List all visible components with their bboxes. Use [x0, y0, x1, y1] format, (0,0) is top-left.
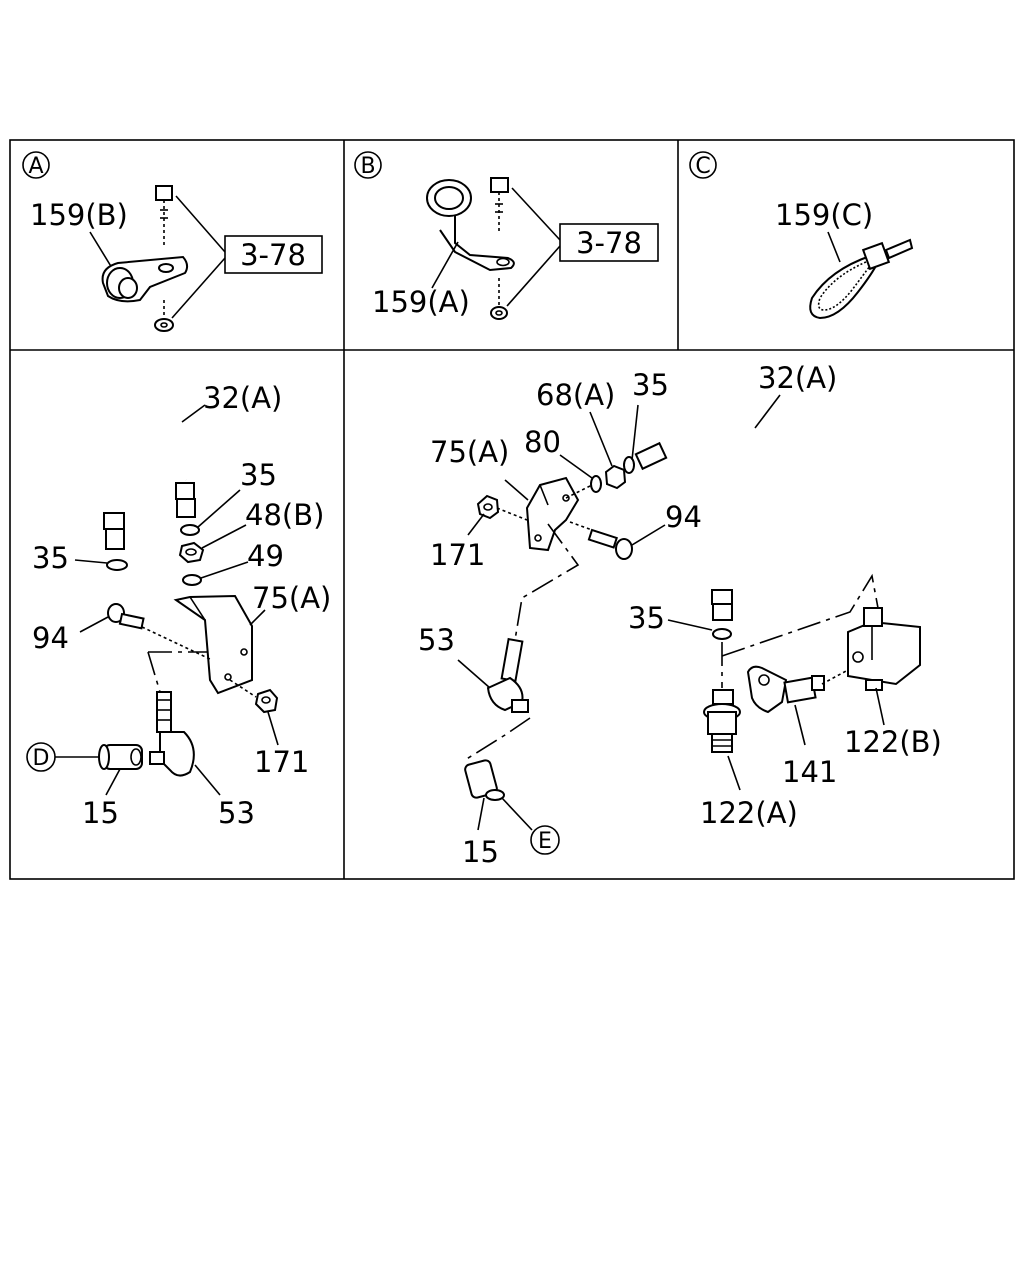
bracket-75a: [173, 594, 253, 695]
bleeder-valve-141: [746, 665, 825, 714]
clamp-159b: [101, 255, 189, 303]
brake-hose: [103, 387, 196, 550]
label-15-right: 15: [462, 835, 499, 869]
panel-left: 32(A) 35 48(B) 49 35 75(A): [26, 381, 331, 830]
bolt: [155, 185, 173, 245]
nut-171: [476, 494, 500, 520]
svg-text:B: B: [360, 154, 375, 179]
washer: [106, 559, 128, 571]
bolt: [490, 177, 509, 232]
label-75a: 75(A): [252, 581, 331, 615]
washer: [180, 524, 200, 536]
panel-left-marker: D: [26, 742, 56, 772]
label-171: 171: [254, 745, 309, 779]
nut: [154, 300, 174, 332]
panel-b-marker: B: [354, 151, 382, 179]
leader-line: [89, 231, 113, 269]
svg-text:A: A: [28, 154, 43, 179]
label-122a: 122(A): [700, 796, 798, 830]
reference-box: [224, 235, 323, 274]
panel-c-marker: C: [689, 151, 717, 179]
nut-68a: [604, 464, 627, 490]
label-32a-right: 32(A): [758, 361, 837, 395]
panel-frame: [9, 139, 1015, 880]
lock-washer: [182, 574, 202, 586]
washer: [712, 628, 732, 640]
leader-line: [827, 231, 841, 263]
cable-tie-159c: [809, 238, 914, 320]
label-15: 15: [82, 796, 119, 830]
brake-hose: [634, 422, 748, 621]
label-141: 141: [782, 755, 837, 789]
label-80: 80: [524, 425, 561, 459]
panel-right: 32(A) 35 68(A) 80 75(A) 171: [418, 361, 942, 869]
panel-a-ref-box-label: 3-78: [240, 238, 306, 272]
panel-b-ref-box-label: 3-78: [576, 226, 642, 260]
label-68a: 68(A): [536, 378, 615, 412]
bolt-94: [587, 528, 633, 560]
label-94: 94: [32, 621, 69, 655]
panel-a-marker: A: [22, 151, 50, 179]
label-53-right: 53: [418, 623, 455, 657]
union-122a: [703, 689, 741, 753]
nut: [490, 278, 508, 320]
label-171-right: 171: [430, 538, 485, 572]
panel-a-part-label: 159(B): [30, 198, 128, 232]
lock-washer: [590, 475, 602, 493]
svg-text:D: D: [33, 746, 50, 771]
cap-15: [464, 759, 505, 801]
bracket-75a: [525, 476, 580, 552]
panel-c: C 159(C): [689, 151, 914, 320]
bolt-94: [107, 603, 145, 630]
label-53: 53: [218, 796, 255, 830]
fitting-53: [149, 691, 195, 777]
label-35-top: 35: [240, 458, 277, 492]
label-35-right-top: 35: [632, 368, 669, 402]
label-32a: 32(A): [203, 381, 282, 415]
washer: [623, 456, 635, 474]
panel-a: A 159(B) 3-78: [22, 151, 323, 332]
label-75a-right: 75(A): [430, 435, 509, 469]
panel-b-part-label: 159(A): [372, 285, 470, 319]
cap-15: [98, 744, 143, 770]
label-122b: 122(B): [844, 725, 942, 759]
panel-right-marker: E: [530, 825, 560, 855]
label-49: 49: [247, 539, 284, 573]
svg-text:E: E: [538, 829, 552, 854]
reference-box: [559, 223, 659, 262]
panel-c-part-label: 159(C): [775, 198, 873, 232]
panel-b: B 3-78 159(A): [354, 151, 659, 320]
nut-171: [254, 688, 279, 714]
label-35-left: 35: [32, 541, 69, 575]
clamp-159a: [426, 179, 515, 272]
leader-line: [431, 241, 459, 289]
nut-48b: [178, 541, 205, 564]
svg-text:C: C: [695, 154, 710, 179]
union-122b: [847, 607, 921, 691]
label-48b: 48(B): [245, 498, 324, 532]
label-35-right-mid: 35: [628, 601, 665, 635]
label-94-right: 94: [665, 500, 702, 534]
fitting-53: [486, 637, 529, 713]
